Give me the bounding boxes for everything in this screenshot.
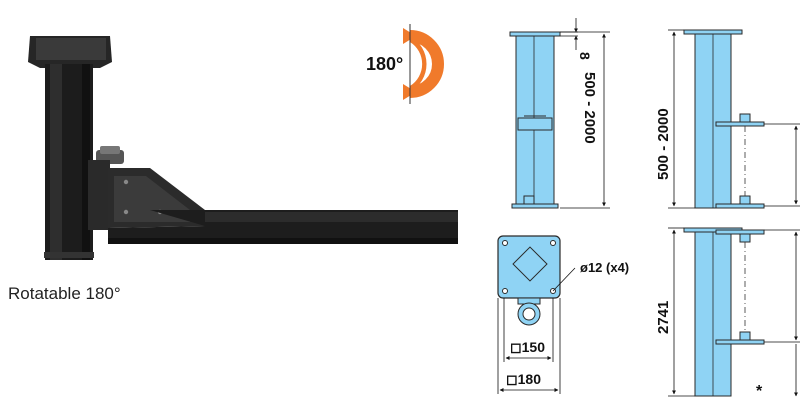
- footnote-marker: *: [756, 383, 763, 400]
- column-side-view-bottom: [683, 227, 765, 397]
- plate-top-view: [497, 235, 561, 326]
- bracket-spacing-label-bottom: 241: [807, 250, 811, 275]
- total-height-label: 2741: [655, 301, 672, 334]
- bolt-holes-label: ø12 (x4): [580, 260, 629, 275]
- column-front-view: [509, 31, 561, 209]
- product-photo: [28, 36, 458, 260]
- column-length-label-b: 500 - 2000: [655, 108, 672, 180]
- rotation-label: 180°: [366, 54, 403, 74]
- outer-square-label: ◻180: [506, 371, 541, 387]
- inner-square-label: ◻150: [510, 339, 545, 355]
- rotation-arrow-icon: [403, 24, 445, 104]
- caption-text: Rotatable 180°: [8, 284, 121, 303]
- plate-thickness-label: 8: [577, 52, 593, 60]
- column-side-view-top: [683, 29, 765, 209]
- column-length-label-a: 500 - 2000: [581, 72, 598, 144]
- bracket-spacing-label-top: 241: [807, 150, 811, 175]
